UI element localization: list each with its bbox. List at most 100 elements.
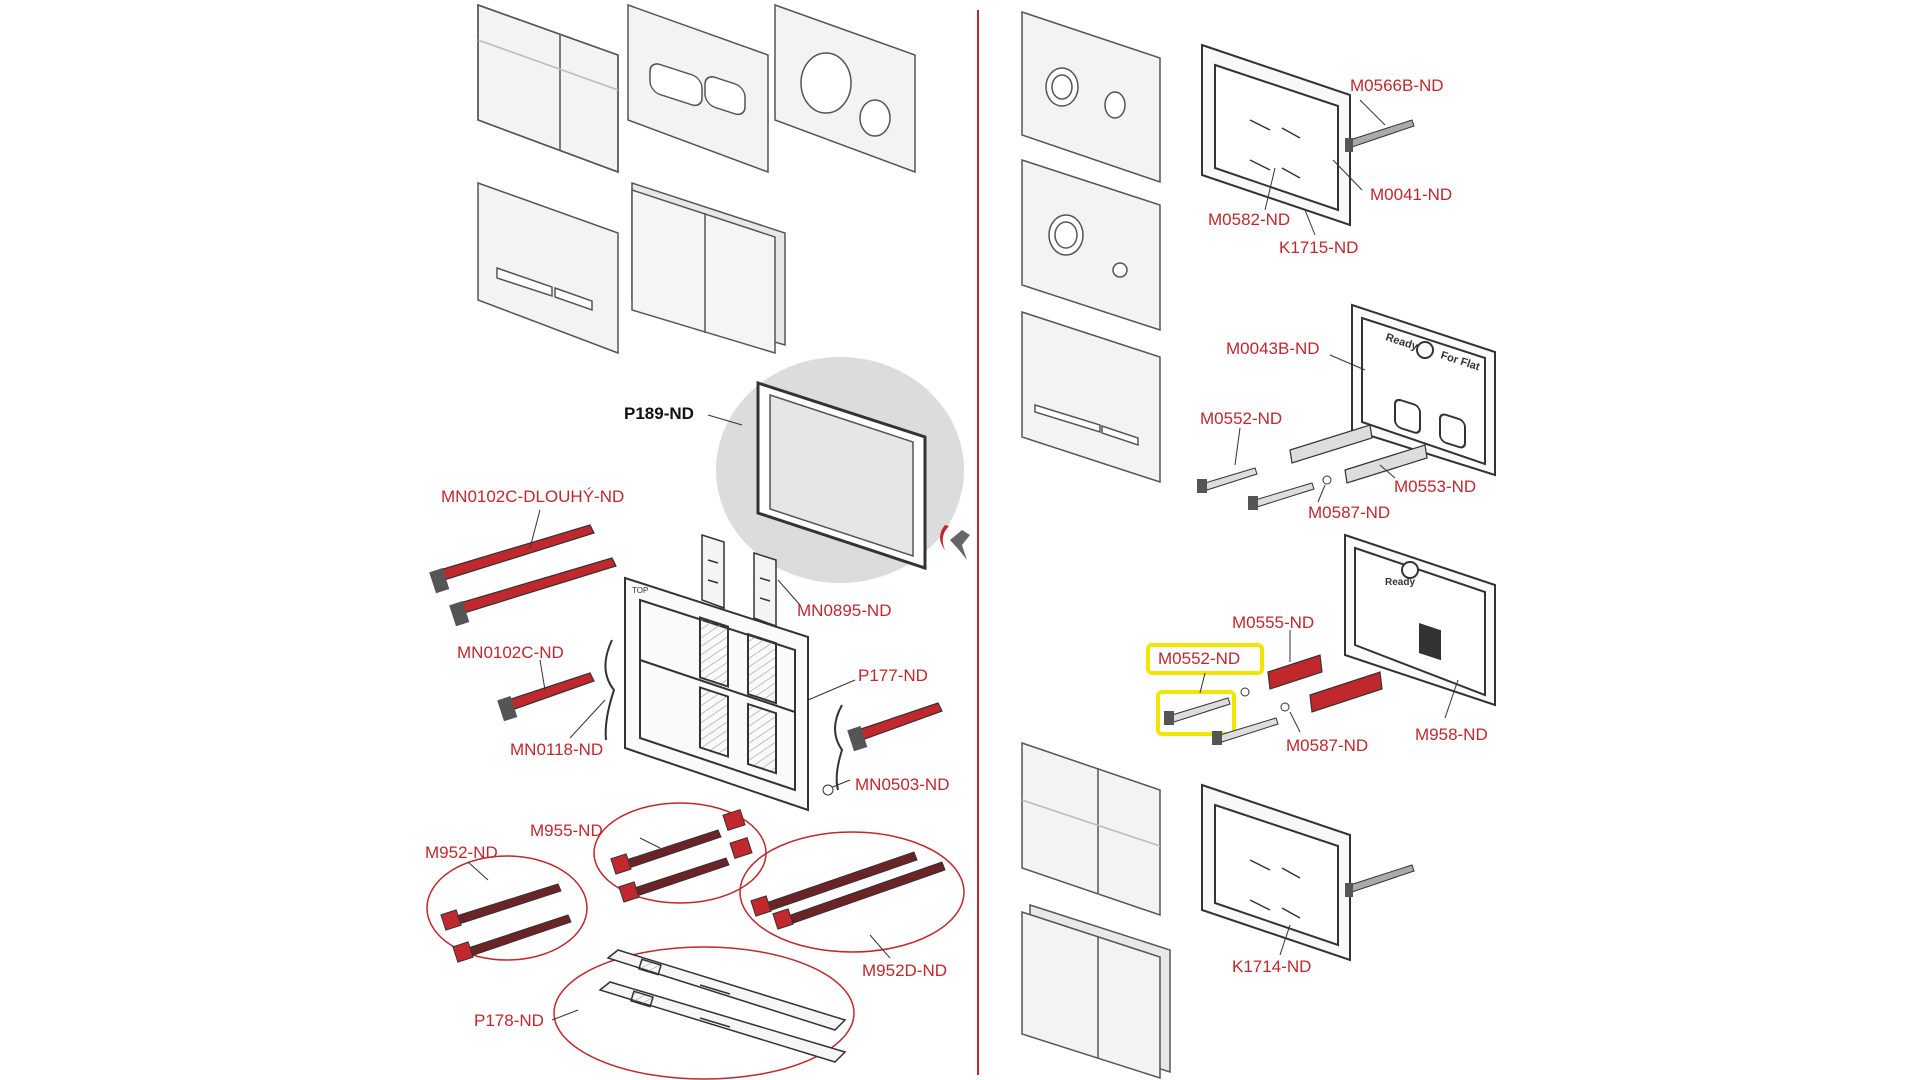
plate-split-right-2 [1021, 903, 1171, 1080]
plate-p178-2 [598, 981, 847, 1063]
rod-m955-2 [618, 836, 753, 903]
frame-m958 [1344, 533, 1496, 707]
leader-m955 [639, 837, 661, 849]
bracket-mn0895-1 [701, 533, 725, 610]
frame-m958-ready-text: Ready [1385, 577, 1415, 588]
group-m952d [739, 831, 965, 953]
leader-m0552-highlight [1199, 672, 1206, 694]
screw-mn0503 [822, 784, 834, 796]
leader-m0043b [1329, 354, 1366, 371]
label-mn0503: MN0503-ND [855, 775, 950, 794]
bracket-m0555-1 [1267, 654, 1323, 690]
frame-k1715 [1201, 43, 1351, 227]
plate-round-right-1 [1021, 10, 1161, 184]
label-m0552-top: M0552-ND [1200, 409, 1283, 428]
rod-k1714 [1345, 864, 1415, 897]
plate-slim-right [1021, 310, 1161, 484]
leader-m0587-bottom [1289, 711, 1301, 733]
bracket-m0553-2 [1344, 444, 1428, 484]
flame-logo-icon [940, 525, 970, 560]
plate-slim-bar [477, 181, 619, 355]
leader-m958 [1444, 679, 1459, 719]
leader-m0552-top [1234, 427, 1241, 466]
label-m0553: M0553-ND [1394, 477, 1477, 496]
clip-mn0118 [604, 639, 616, 741]
label-p178: P178-ND [474, 1011, 544, 1030]
label-m952: M952-ND [425, 843, 498, 862]
plate-split-right-1 [1021, 741, 1161, 917]
label-m0555: M0555-ND [1232, 613, 1315, 632]
screw-m0587-top [1322, 475, 1332, 485]
leader-mn0102c [539, 659, 546, 691]
leader-m952 [467, 861, 489, 881]
rod-m952d-2 [772, 861, 946, 930]
label-m955: M955-ND [530, 821, 603, 840]
label-mn0895: MN0895-ND [797, 601, 892, 620]
rod-m0552-second [1212, 717, 1279, 745]
label-k1714: K1714-ND [1232, 957, 1312, 976]
rod-right-short [847, 702, 943, 752]
rod-m952d-1 [750, 851, 918, 917]
group-m952 [426, 855, 588, 961]
leader-m0582 [1264, 167, 1276, 211]
bracket-mn0895-2 [753, 551, 777, 628]
rod-m0552-top-1 [1197, 467, 1258, 493]
rod-m952-2 [452, 914, 572, 963]
plate-round-buttons [774, 3, 916, 174]
leader-p178 [551, 1009, 579, 1021]
leader-mn0503 [829, 779, 851, 789]
highlight-box-part [1156, 690, 1236, 736]
label-m952d: M952D-ND [862, 961, 948, 980]
rod-m955-1 [610, 808, 746, 875]
label-mn0102c-dlouhy: MN0102C-DLOUHÝ-ND [441, 487, 625, 506]
bracket-m0553-1 [1289, 424, 1373, 464]
label-mn0102c: MN0102C-ND [457, 643, 564, 662]
plate-p178-1 [606, 949, 847, 1031]
plate-rect-split [477, 3, 619, 174]
leader-p177 [807, 679, 856, 701]
leader-m0566b [1359, 99, 1386, 126]
label-m0582: M0582-ND [1208, 210, 1291, 229]
frame-p177 [624, 576, 809, 812]
label-k1715: K1715-ND [1279, 238, 1359, 257]
leader-k1715 [1304, 209, 1316, 236]
plate-double-square [631, 181, 786, 355]
rod-mn0102c-dlouhy-1 [429, 524, 595, 594]
rod-m0552-top-2 [1248, 482, 1315, 510]
rod-mn0102c [497, 672, 595, 722]
rod-m0552-highlighted [1164, 697, 1231, 725]
plate-round-right-2 [1021, 158, 1161, 332]
frame-k1714 [1201, 783, 1351, 962]
label-m958: M958-ND [1415, 725, 1488, 744]
frame-p189 [756, 380, 927, 571]
leader-p189 [707, 414, 743, 426]
leader-mn0895 [777, 579, 801, 606]
screw-m0587-bottom-2 [1280, 702, 1290, 712]
label-m0041: M0041-ND [1370, 185, 1453, 204]
label-mn0118: MN0118-ND [510, 740, 604, 759]
label-m0566b: M0566B-ND [1350, 76, 1444, 95]
leader-m0587-top [1317, 484, 1326, 503]
rod-m952-1 [440, 883, 562, 931]
frame-p177-top-text: TOP [632, 586, 648, 595]
leader-mn0118 [569, 699, 606, 739]
leader-m952d [869, 934, 891, 959]
label-m0552-highlighted: M0552-ND [1158, 649, 1241, 668]
screw-m0587-bottom-1 [1240, 687, 1250, 697]
label-p189: P189-ND [624, 404, 694, 423]
leader-k1714 [1279, 924, 1291, 956]
label-m0043b: M0043B-ND [1226, 339, 1320, 358]
leader-mn0102c-dlouhy [529, 509, 541, 549]
label-m0587-top: M0587-ND [1308, 503, 1391, 522]
group-p178 [553, 946, 855, 1080]
bracket-m0555-2 [1309, 671, 1383, 713]
rod-mn0102c-dlouhy-2 [449, 557, 617, 627]
clip-right [834, 704, 844, 791]
rod-m0566b [1345, 119, 1415, 152]
plate-oblong-buttons [627, 3, 769, 174]
leader-m0553 [1379, 464, 1396, 479]
frame-m0043b [1351, 303, 1496, 477]
leader-m0041 [1332, 159, 1363, 191]
